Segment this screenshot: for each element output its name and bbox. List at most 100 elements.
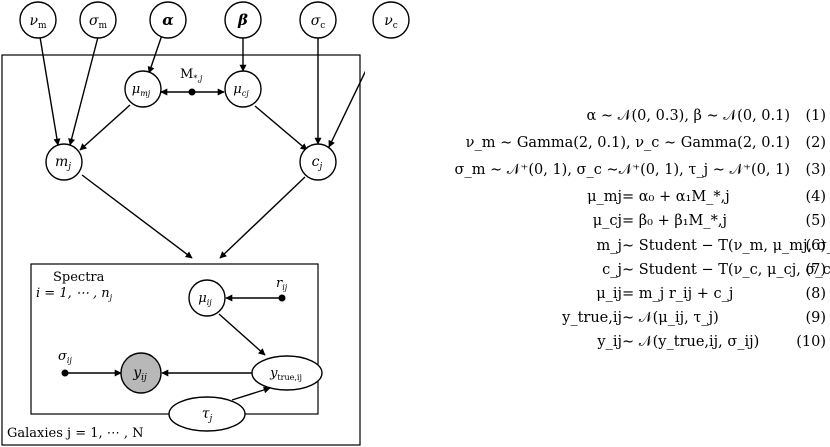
svg-text:νc: νc: [384, 13, 398, 31]
equation-lhs: μ_cj: [592, 213, 622, 229]
node-subscript: c: [393, 21, 398, 31]
equation-number: (6): [805, 238, 826, 254]
node-label: y: [269, 366, 278, 381]
node-subscript: mj: [140, 89, 151, 98]
edge-mumj-to-mj: [79, 104, 131, 151]
svg-text:τj: τj: [202, 406, 213, 424]
spectra-plate-range: i = 1, ⋯ , n: [36, 286, 110, 301]
equation-lhs: m_j: [596, 238, 623, 254]
edge-num-to-mj: [39, 36, 61, 146]
equation-number: (2): [805, 135, 826, 151]
svg-text:cj: cj: [312, 154, 323, 172]
equation-text: σ_m ∼ 𝒩⁺(0, 1), σ_c ∼𝒩⁺(0, 1), τ_j ∼ 𝒩⁺(…: [454, 162, 790, 178]
equation-text: ν_m ∼ Gamma(2, 0.1), ν_c ∼ Gamma(2, 0.1): [465, 135, 790, 151]
edge-muij-to-ytrue: [218, 313, 266, 356]
node-subscript: m: [38, 21, 47, 31]
node-mu-ij: μij: [188, 279, 226, 317]
equation-rhs: = β₀ + β₁M_*,j: [622, 213, 727, 229]
equation-rhs: = α₀ + α₁M_*,j: [622, 189, 730, 205]
equation-number: (10): [796, 334, 826, 350]
node-beta: β: [224, 1, 262, 39]
node-label: r: [276, 276, 283, 291]
svg-text:mj: mj: [55, 154, 71, 172]
edge-alpha-to-mumj: [147, 34, 163, 74]
edge-nuc-to-cj: [328, 70, 365, 148]
node-mu-cj: μcj: [224, 70, 262, 108]
svg-text:ytrue,ij: ytrue,ij: [269, 366, 302, 382]
node-label: β: [237, 11, 248, 29]
node-sigma-c: σc: [299, 1, 337, 39]
equation-number: (1): [805, 108, 826, 124]
edge-mucj-to-cj: [254, 105, 308, 151]
node-label: σ: [89, 13, 99, 29]
node-m-j: mj: [45, 143, 83, 181]
equation-number: (5): [805, 213, 826, 229]
svg-text:μcj: μcj: [233, 82, 249, 98]
node-subscript: m: [99, 21, 108, 31]
equation-row: y_true,ij ∼ 𝒩(μ_ij, τ_j) (9): [360, 310, 830, 330]
node-subscript: cj: [242, 89, 249, 98]
equation-rhs: ∼ 𝒩(μ_ij, τ_j): [622, 310, 719, 326]
node-m-star: M*,j: [180, 67, 203, 96]
equation-rhs: = m_j r_ij + c_j: [622, 286, 734, 302]
node-subscript: j: [66, 162, 71, 172]
edge-mj-to-muij: [81, 174, 193, 259]
equation-row: σ_m ∼ 𝒩⁺(0, 1), σ_c ∼𝒩⁺(0, 1), τ_j ∼ 𝒩⁺(…: [360, 162, 830, 182]
spectra-plate-range-subscript: j: [108, 293, 113, 302]
node-label: μ: [198, 291, 206, 306]
node-label: σ: [311, 13, 321, 29]
galaxies-plate: [1, 54, 361, 446]
equation-row: μ_ij = m_j r_ij + c_j (8): [360, 286, 830, 306]
node-sigma-m: σm: [79, 1, 117, 39]
svg-text:μmj: μmj: [132, 82, 151, 98]
galaxies-plate-label: Galaxies j = 1, ⋯ , N: [7, 426, 144, 441]
node-label: M: [180, 67, 193, 82]
equation-rhs: ∼ 𝒩(y_true,ij, σ_ij): [622, 334, 760, 350]
node-label: μ: [132, 82, 140, 97]
node-subscript: ij: [67, 356, 73, 365]
node-c-j: cj: [299, 143, 337, 181]
equation-lhs: μ_ij: [596, 286, 622, 302]
node-subscript: c: [320, 21, 325, 31]
svg-text:μij: μij: [198, 291, 212, 307]
node-subscript: true,ij: [277, 373, 302, 382]
node-label: ν: [29, 13, 38, 29]
equation-row: m_j ∼ Student − T(ν_m, μ_mj, σ_m) (6): [360, 238, 830, 258]
node-y-true-ij: ytrue,ij: [251, 355, 323, 391]
graphical-model-diagram: νm σm α β σc μmj μcj M*,j mj cj Spect: [1, 1, 365, 446]
edge-cj-to-muij: [219, 176, 306, 259]
equation-number: (4): [805, 189, 826, 205]
node-label: y: [132, 365, 142, 381]
svg-text:νm: νm: [29, 13, 47, 31]
node-tau-j: τj: [168, 396, 246, 432]
node-label: μ: [233, 82, 241, 97]
edge-tau-to-ytrue: [231, 386, 271, 401]
node-subscript: ij: [282, 283, 288, 292]
equation-row: y_ij ∼ 𝒩(y_true,ij, σ_ij) (10): [360, 334, 830, 354]
svg-text:σij: σij: [58, 349, 72, 365]
node-label: m: [55, 154, 68, 170]
svg-text:rij: rij: [276, 276, 288, 292]
svg-text:yij: yij: [132, 365, 147, 383]
node-mu-mj: μmj: [124, 70, 162, 108]
equation-text: α ∼ 𝒩(0, 0.3), β ∼ 𝒩(0, 0.1): [586, 108, 790, 124]
node-sigma-ij: σij: [58, 349, 72, 377]
node-subscript: j: [207, 414, 212, 424]
node-label: σ: [58, 349, 68, 364]
svg-text:σm: σm: [89, 13, 108, 31]
spectra-plate-title: Spectra: [53, 270, 105, 285]
node-label: c: [312, 154, 320, 170]
equation-row: α ∼ 𝒩(0, 0.3), β ∼ 𝒩(0, 0.1) (1): [360, 108, 830, 128]
equation-number: (9): [805, 310, 826, 326]
equation-lhs: y_ij: [597, 334, 622, 350]
node-alpha: α: [149, 1, 187, 39]
edge-sigmam-to-mj: [68, 36, 99, 146]
node-nu-c-overlay: νc: [372, 1, 410, 39]
equation-row: μ_mj = α₀ + α₁M_*,j (4): [360, 189, 830, 209]
node-r-ij: rij: [276, 276, 288, 302]
node-y-ij-observed: yij: [120, 352, 162, 394]
svg-text:i = 1, ⋯ , nj: i = 1, ⋯ , nj: [36, 286, 113, 302]
node-subscript: *,j: [193, 74, 203, 83]
node-subscript: ij: [207, 298, 213, 307]
equation-row: ν_m ∼ Gamma(2, 0.1), ν_c ∼ Gamma(2, 0.1)…: [360, 135, 830, 155]
